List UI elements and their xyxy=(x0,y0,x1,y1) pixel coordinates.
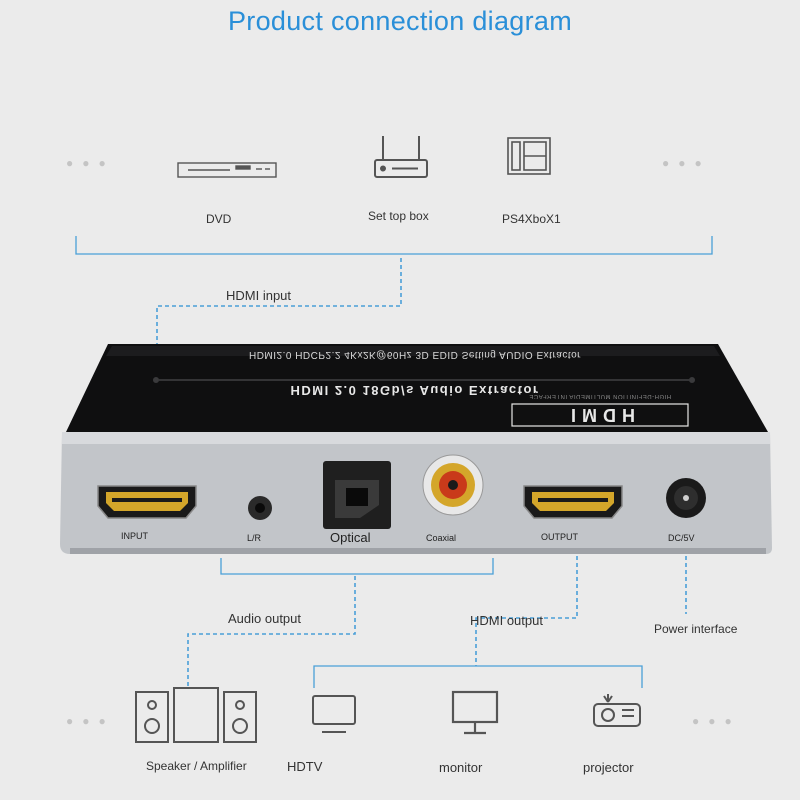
decorative-dots-bottom-left: ●●● xyxy=(66,714,115,728)
router-set-top-box-icon xyxy=(374,136,428,178)
port-label-input: INPUT xyxy=(121,531,148,541)
power-interface-label: Power interface xyxy=(654,622,738,636)
source-label-dvd: DVD xyxy=(206,212,232,226)
hdmi-logo-frame xyxy=(511,403,689,427)
source-bracket xyxy=(75,236,713,255)
projector-icon xyxy=(593,694,641,727)
dvd-player-icon xyxy=(177,162,277,178)
port-label-dc: DC/5V xyxy=(668,533,695,543)
speaker-amplifier-icon xyxy=(135,687,257,743)
monitor-icon xyxy=(451,690,499,735)
lr-audio-jack xyxy=(248,496,272,520)
device-front-face xyxy=(60,432,772,554)
decorative-dots-bottom-right: ●●● xyxy=(692,714,741,728)
decorative-dots-top-left: ●●● xyxy=(66,156,115,170)
audio-output-path xyxy=(187,576,356,688)
game-console-icon xyxy=(507,137,551,175)
source-label-set-top-box: Set top box xyxy=(368,209,429,223)
hdmi-input-label: HDMI input xyxy=(226,288,292,303)
dc-power-port xyxy=(666,478,706,518)
coaxial-port xyxy=(422,454,484,516)
output-label-projector: projector xyxy=(583,760,634,775)
output-label-hdtv: HDTV xyxy=(287,759,323,774)
decorative-dots-top-right: ●●● xyxy=(662,156,711,170)
port-label-optical: Optical xyxy=(330,530,371,545)
port-label-coaxial: Coaxial xyxy=(426,533,457,543)
hdmi-output-path xyxy=(475,556,578,666)
audio-output-bracket xyxy=(220,558,494,575)
hdmi-logo-subtitle: HIGH-DEFINITION MULTIMEDIA INTERFACE xyxy=(528,393,672,399)
source-label-console: PS4XboX1 xyxy=(502,212,561,226)
device-spec-line: HDMI2.0 HDCP2.2 4Kx2K@60Hz 3D EDID Setti… xyxy=(248,349,582,360)
output-label-speaker: Speaker / Amplifier xyxy=(146,759,247,773)
hdmi-output-port xyxy=(523,485,623,519)
output-bracket xyxy=(313,665,643,688)
hdmi-output-label: HDMI output xyxy=(470,613,543,628)
tv-icon xyxy=(312,695,356,733)
port-label-output: OUTPUT xyxy=(541,532,578,542)
optical-port xyxy=(323,461,391,529)
diagram-title: Product connection diagram xyxy=(228,6,572,36)
output-label-monitor: monitor xyxy=(439,760,483,775)
hdmi-input-port xyxy=(97,485,197,519)
audio-output-label: Audio output xyxy=(228,611,302,626)
port-label-lr: L/R xyxy=(247,533,262,543)
hdmi-logo: HDMI xyxy=(565,405,635,425)
